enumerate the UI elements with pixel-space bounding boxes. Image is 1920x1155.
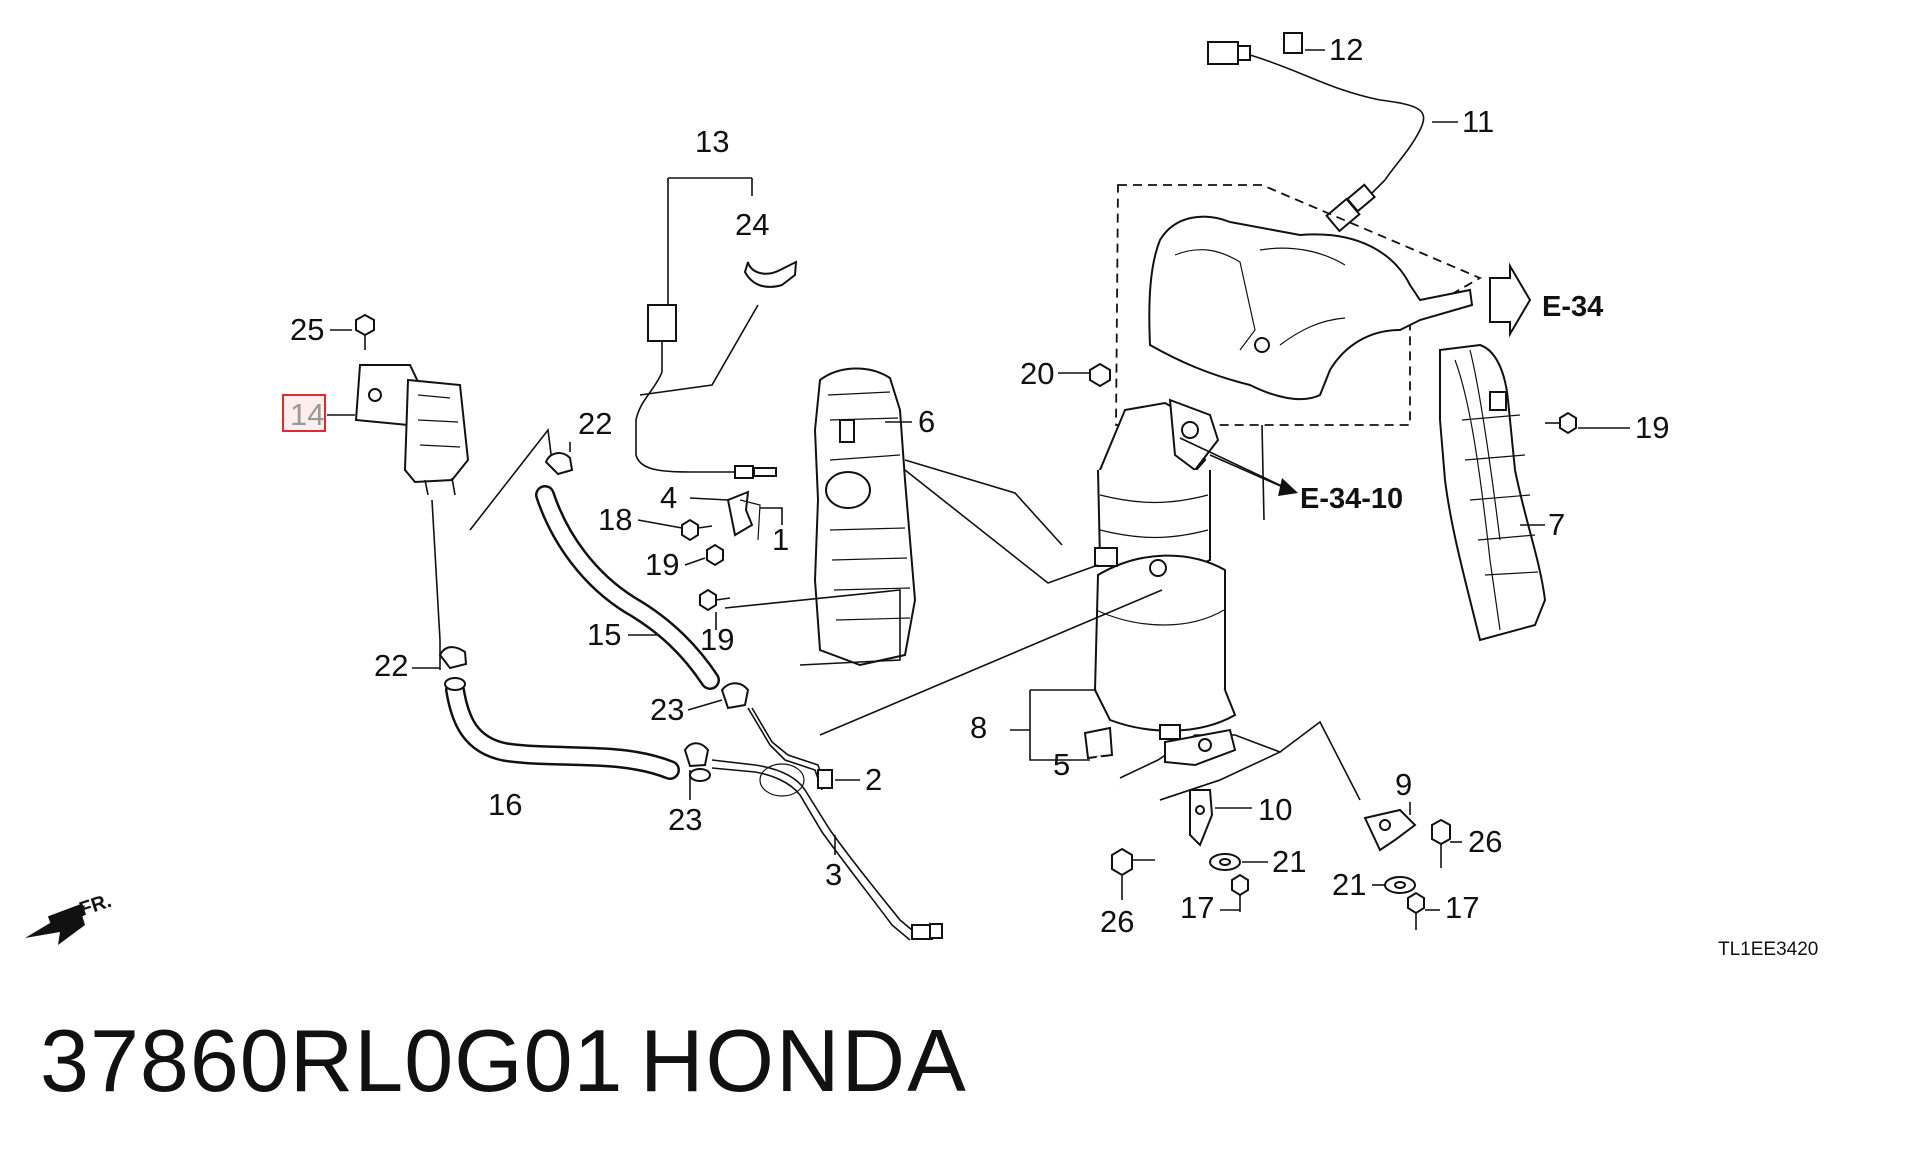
callout-17a: 17 [1180, 890, 1214, 925]
bolt-5 [1083, 726, 1120, 787]
callout-13: 13 [695, 124, 729, 159]
bolt-25 [355, 313, 375, 350]
callout-24: 24 [735, 207, 769, 242]
bracket-4 [726, 490, 761, 541]
callout-21b: 21 [1332, 867, 1366, 902]
callout-15: 15 [587, 617, 621, 652]
clamp-22b [438, 646, 468, 691]
sensor-harness-13 [635, 304, 777, 479]
callout-21a: 21 [1272, 844, 1306, 879]
clamp-23a [720, 682, 750, 710]
callout-26a: 26 [1100, 904, 1134, 939]
clamp-23b [683, 742, 711, 782]
callout-20: 20 [1020, 356, 1054, 391]
callout-8: 8 [970, 710, 987, 745]
callout-23b: 23 [668, 802, 702, 837]
connector-clip-12 [1283, 32, 1303, 54]
clamp-24 [743, 260, 798, 288]
bolt-18 [681, 518, 713, 542]
reference-arrow-e34 [1489, 262, 1532, 338]
reference-arrow-e3410 [1209, 454, 1298, 496]
hose-15 [535, 485, 720, 690]
bracket-10 [1189, 789, 1214, 847]
callout-9: 9 [1395, 767, 1412, 802]
leader-lines [724, 424, 1361, 801]
bracket-9 [1363, 808, 1417, 852]
callout-17b: 17 [1445, 890, 1479, 925]
callout-2: 2 [865, 762, 882, 797]
callout-1: 1 [772, 522, 789, 557]
nut-20 [1089, 362, 1111, 388]
callout-12: 12 [1329, 32, 1363, 67]
purge-valve-14 [354, 364, 470, 496]
pipe-3 [711, 707, 943, 941]
callout-10: 10 [1258, 792, 1292, 827]
callout-16: 16 [488, 787, 522, 822]
brand-name: HONDA [640, 1011, 968, 1110]
callout-3: 3 [825, 857, 842, 892]
callout-labels: 12 11 13 24 25 14 22 22 20 6 19 7 4 1 18… [77, 32, 1819, 960]
callout-11: 11 [1462, 104, 1494, 139]
bolt-17a [1231, 873, 1249, 912]
bolt-19c [699, 588, 731, 612]
callout-25: 25 [290, 312, 324, 347]
part-number: 37860RL0G01 [40, 1011, 624, 1110]
bolt-26b [1431, 818, 1451, 868]
front-label: FR. [77, 890, 114, 921]
callout-18: 18 [598, 502, 632, 537]
front-direction-arrow [25, 904, 85, 945]
callout-19c: 19 [700, 622, 734, 657]
callout-22b: 22 [374, 648, 408, 683]
bolt-26a [1111, 847, 1155, 877]
callout-6: 6 [918, 404, 935, 439]
callout-23a: 23 [650, 692, 684, 727]
washer-21b [1384, 876, 1416, 894]
callout-19a: 19 [1635, 410, 1669, 445]
callout-26b: 26 [1468, 824, 1502, 859]
reference-e34: E-34 [1542, 291, 1603, 323]
callout-7: 7 [1548, 507, 1565, 542]
callout-4: 4 [660, 480, 677, 515]
catalytic-converter-8 [1093, 398, 1237, 740]
bracket-assembly [1164, 728, 1237, 767]
diagram-code: TL1EE3420 [1718, 939, 1818, 960]
clamp-22a [544, 452, 574, 476]
bolt-19b [706, 543, 724, 567]
reference-e3410: E-34-10 [1300, 483, 1403, 515]
heat-shield-7 [1439, 343, 1547, 642]
highlight-box-14 [282, 394, 326, 432]
oxygen-sensor-11 [1207, 41, 1425, 233]
bolt-19a [1545, 411, 1577, 435]
callout-5: 5 [1053, 747, 1070, 782]
callout-22a: 22 [578, 406, 612, 441]
bolt-17b [1407, 891, 1425, 930]
hose-16 [445, 680, 680, 780]
washer-21a [1209, 853, 1241, 871]
callout-14: 14 [290, 397, 324, 432]
upper-heat-shield [1115, 184, 1483, 426]
callout-19b: 19 [645, 547, 679, 582]
